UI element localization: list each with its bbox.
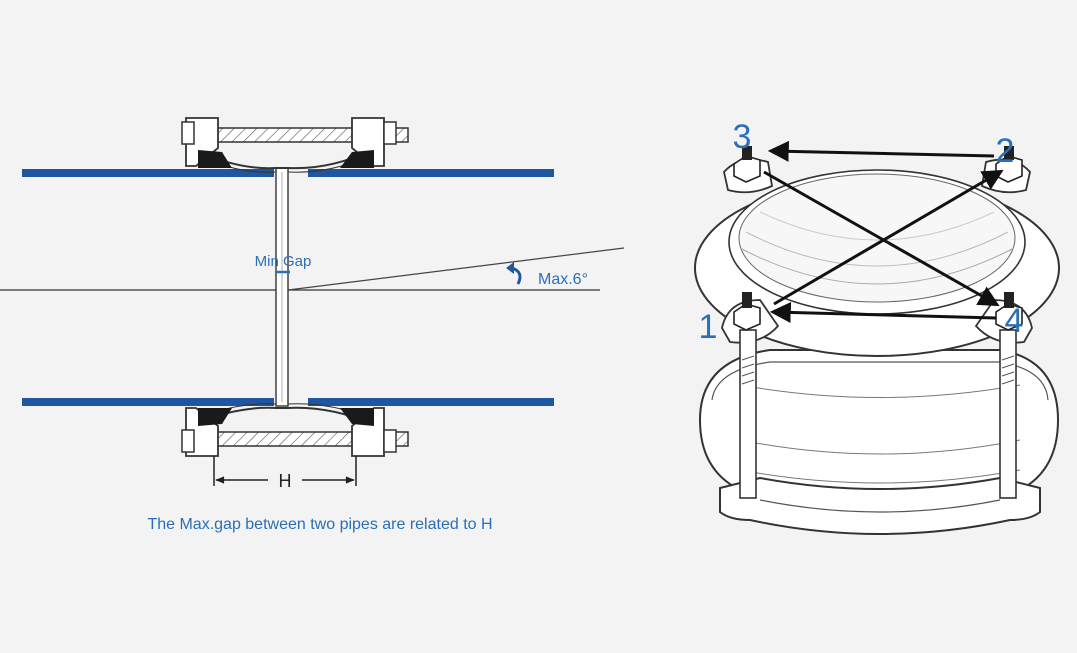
upper-coupling <box>181 117 409 173</box>
bolt-nut-1 <box>733 292 761 331</box>
max-angle-callout: Max.6° <box>506 262 588 288</box>
tightening-sequence-arrows <box>763 140 1004 323</box>
diagram-caption: The Max.gap between two pipes are relate… <box>147 516 492 533</box>
center-sleeve-web <box>275 167 289 407</box>
bolt-label-3: 3 <box>733 118 752 156</box>
max-angle-label: Max.6° <box>538 271 588 288</box>
bolt-label-2: 2 <box>996 132 1015 170</box>
bolt-nut-3 <box>733 146 761 183</box>
lower-pipe-wall <box>22 398 554 406</box>
coupling-body <box>698 349 1060 535</box>
bolt-label-1: 1 <box>699 308 718 346</box>
dimension-h-label: H <box>279 471 292 491</box>
coupling-bolt-sequence-diagram: 3 2 1 4 <box>694 118 1060 535</box>
arrow-1-to-2 <box>773 169 1004 306</box>
upper-pipe-wall <box>22 169 554 177</box>
cross-section-diagram: H Min Gap Max.6° The Max.gap between two… <box>0 117 625 533</box>
arrow-2-to-3 <box>767 140 995 162</box>
arrow-3-to-4 <box>763 170 1000 307</box>
min-gap-label: Min Gap <box>255 253 312 270</box>
bolt-label-4: 4 <box>1005 302 1024 340</box>
deflection-line <box>287 247 625 291</box>
bolt-nut-4 <box>995 292 1023 331</box>
dimension-h: H <box>213 456 357 491</box>
lower-coupling <box>181 403 409 457</box>
arrow-4-to-1 <box>769 301 997 323</box>
tie-bolts <box>739 329 1017 499</box>
